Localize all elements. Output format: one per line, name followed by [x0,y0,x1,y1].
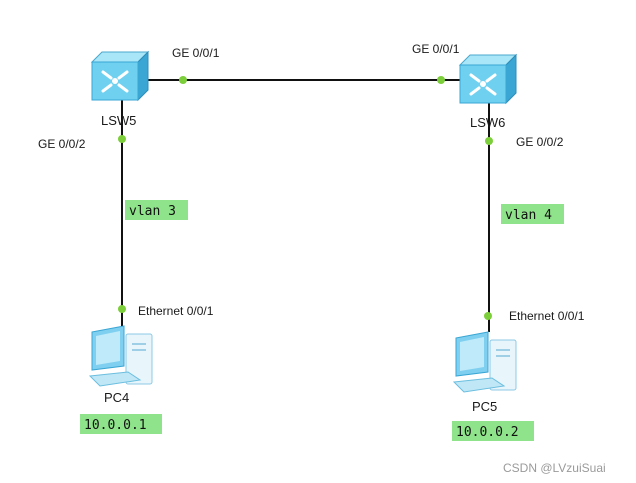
port-dot-lsw6-ge002 [485,137,493,145]
port-dot-lsw6-ge001 [437,76,445,84]
port-dot-lsw5-ge001 [179,76,187,84]
port-label-pc5-eth: Ethernet 0/0/1 [509,309,585,323]
port-label-lsw6-ge002: GE 0/0/2 [516,135,564,149]
device-label-pc4: PC4 [104,390,129,405]
port-dot-pc5-eth [484,312,492,320]
switch-icon[interactable] [458,53,518,105]
port-label-lsw5-ge002: GE 0/0/2 [38,137,86,151]
vlan-tag-right-bg [501,204,564,224]
watermark: CSDN @LVzuiSuai [503,461,606,475]
port-dot-lsw5-ge002 [118,135,126,143]
vlan-tag-left-bg [125,200,188,220]
port-label-lsw6-ge001: GE 0/0/1 [412,42,460,56]
ip-tag-pc4-bg [80,414,162,434]
vlan-tag-right: vlan 4 [505,208,552,223]
device-label-lsw5: LSW5 [101,113,136,128]
port-dot-pc4-eth [118,305,126,313]
device-label-lsw6: LSW6 [470,115,505,130]
ip-tag-pc4: 10.0.0.1 [84,418,147,433]
device-label-pc5: PC5 [472,399,497,414]
ip-tag-pc5-bg [452,421,534,441]
port-label-lsw5-ge001: GE 0/0/1 [172,46,220,60]
port-label-pc4-eth: Ethernet 0/0/1 [138,304,214,318]
ip-tag-pc5: 10.0.0.2 [456,425,519,440]
vlan-tag-left: vlan 3 [129,204,176,219]
pc-icon[interactable] [88,325,153,387]
pc-icon[interactable] [452,331,517,393]
switch-icon[interactable] [90,50,150,102]
